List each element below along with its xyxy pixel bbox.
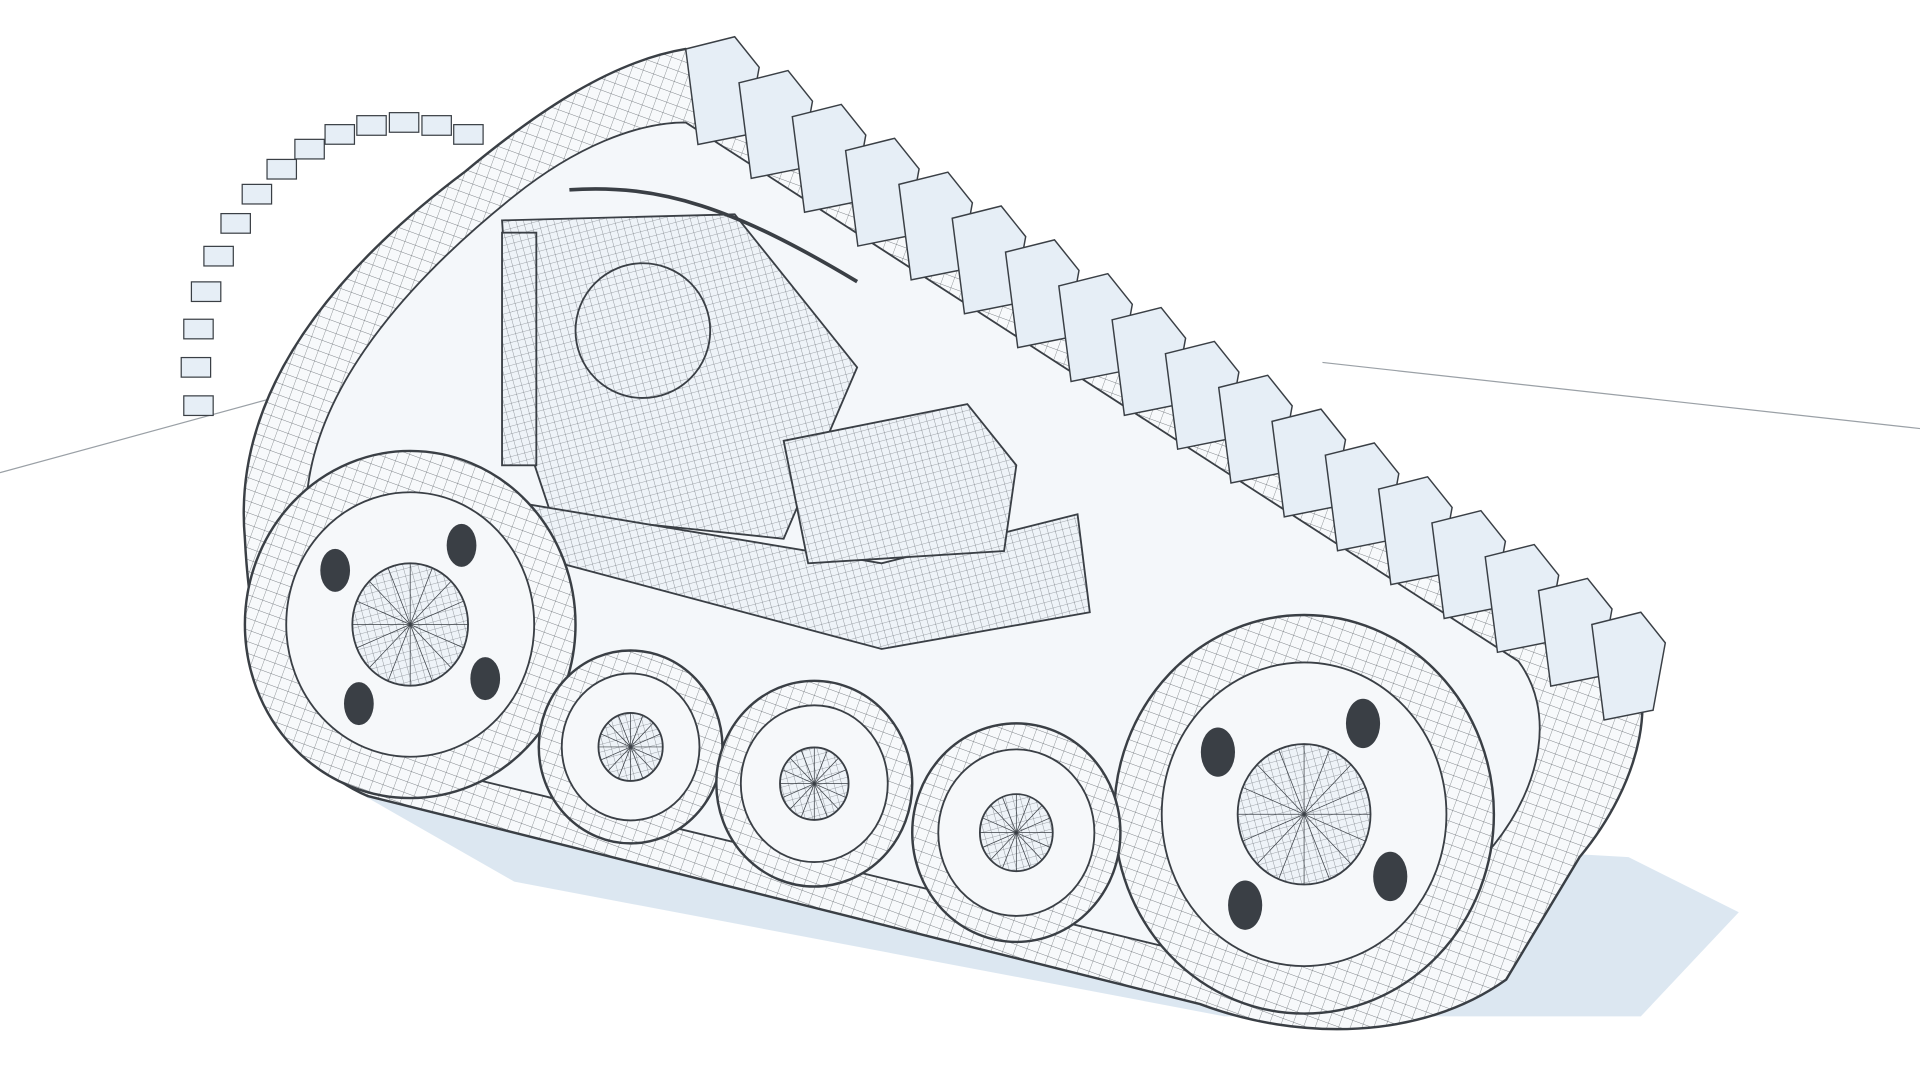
hub-spoke-line [1256,764,1305,815]
bogie-wheel [911,722,1122,944]
hub-spoke-line [387,624,411,682]
hub-spoke-line [814,757,839,784]
hub-spoke-line [1016,817,1051,833]
hub-spoke-line [630,746,661,761]
hub-spoke-line [1303,814,1352,865]
track-tread-lug [421,115,452,136]
hub-spoke-line [814,783,847,798]
track-tread-lug [388,112,420,133]
hub-spoke-line [789,783,815,810]
ground-line-right [1322,361,1920,430]
frame-block [782,403,1018,565]
hub-spoke-line [800,750,815,784]
hub-spoke-line [410,624,464,649]
hub-spoke-line [600,733,631,748]
hub-spoke-line [782,783,815,798]
hub-spoke-line [1015,832,1031,869]
hub-spoke-line [990,805,1017,833]
hub-spoke-line [409,624,452,668]
track-tread-lug [183,395,214,417]
hub-spoke-line [1303,764,1352,815]
hub-spoke-line [1278,749,1305,815]
hub-spoke-line [630,722,654,748]
rim-hole [470,657,501,701]
hub-spoke-line [800,783,815,818]
hub-spoke-line [617,715,631,748]
hub-spoke-line [1016,832,1043,861]
hub-spoke-line [1015,796,1031,833]
bogie-wheel [715,679,914,888]
hub-spoke-line [1303,813,1366,842]
hub-spoke-line [1256,814,1305,865]
hub-spoke-line [813,783,828,818]
track-tread-lug [453,124,484,145]
hub-spoke-line [409,624,433,682]
hub-spoke-line [617,746,631,779]
rim-hole [446,523,477,567]
track-tread-lug [183,318,214,340]
hub-spoke-line [409,567,433,625]
track-tread-lug [266,158,298,180]
hub-spoke-line [630,733,661,748]
hub-spoke-line [1016,832,1051,848]
track-tread-lug [241,183,273,205]
hub-spoke-line [1002,832,1017,869]
hub-spoke-line [1242,813,1305,842]
hub-spoke-line [1278,814,1305,880]
hub-spoke-line [369,580,411,625]
hub-spoke-line [813,750,828,784]
hub-spoke-line [1016,805,1043,833]
track-tread-lug [190,281,222,303]
hub-spoke-line [356,600,411,625]
track-tread-lug [356,115,387,136]
track-tread-lug [294,138,325,160]
track-tread-lug [324,124,356,145]
rim-hole [320,548,351,592]
track-treads [180,35,1667,721]
track-tread-lug [180,356,212,378]
hub-spoke-line [1242,787,1305,815]
pivot-hub [574,262,712,399]
hub-spoke-line [369,624,411,668]
track-tread-lug [203,245,234,267]
hub-spoke-line [789,757,815,784]
bogie-wheel [537,649,724,845]
wheels [243,449,1496,1015]
hub-spoke-line [1303,787,1366,815]
hub-spoke-line [607,722,631,748]
hydraulic-cylinder [501,231,538,467]
hub-spoke-line [630,715,644,748]
track-tread-lug [1591,611,1667,721]
hydraulic-hose [569,187,859,284]
hub-spoke-line [630,746,654,772]
hub-spoke-line [814,783,839,810]
suspension-frame [501,187,1091,650]
rim-hole [1373,851,1408,902]
hub-spoke-line [982,817,1017,833]
hub-spoke-line [387,567,411,625]
hub-spoke-line [982,832,1017,848]
hub-spoke-line [409,580,452,625]
hub-spoke-line [814,769,847,785]
hub-spoke-line [1303,814,1330,880]
rear-drive-wheel [243,449,577,800]
rim-hole [1345,698,1381,749]
hub-spoke-line [990,832,1017,861]
hub-spoke-line [356,624,411,649]
ground-line-left [0,385,319,474]
hub-spoke-line [600,746,631,761]
hub-spoke-line [782,769,815,785]
track-tread-lug [220,212,251,234]
hub-spoke-line [630,746,644,779]
hub-spoke-line [607,746,631,772]
hub-spoke-line [410,600,464,625]
front-idler-wheel [1113,613,1496,1015]
hub-spoke-line [1002,796,1017,833]
rim-hole [343,682,374,726]
rim-hole [1228,880,1263,930]
hub-spoke-line [1303,749,1330,815]
rim-hole [1200,727,1236,777]
